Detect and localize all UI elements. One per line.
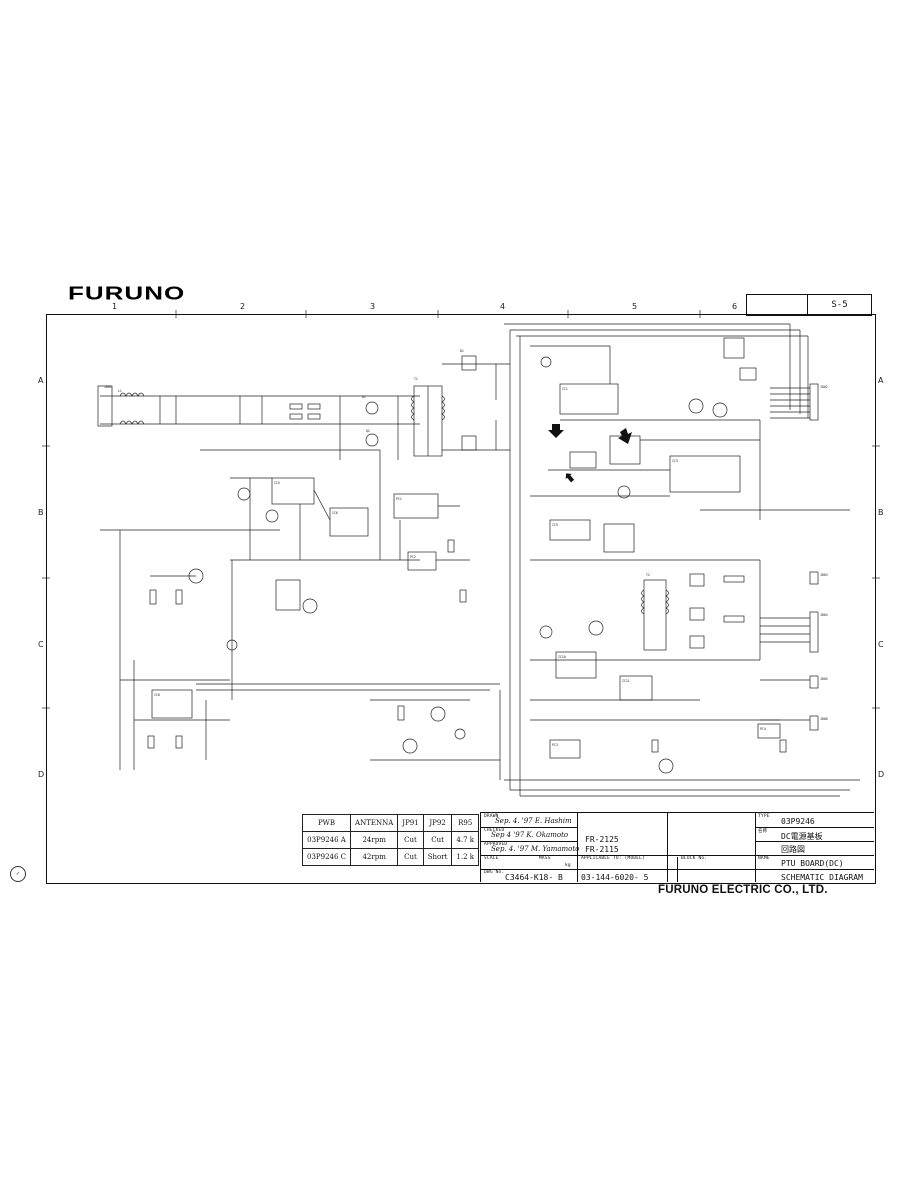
header-jp92: JP92	[422, 814, 453, 832]
dwg-number: C3464-K18- B	[505, 873, 563, 882]
grid-row-a-right: A	[878, 376, 884, 385]
name-value: PTU BOARD(DC)	[781, 859, 844, 868]
mass-caption: MASS	[539, 856, 551, 861]
svg-text:J805: J805	[820, 677, 828, 681]
cell-pwb: 03P9246 A	[301, 831, 352, 849]
svg-text:PC2: PC2	[410, 555, 416, 559]
jumper-table-header: PWB ANTENNA JP91 JP92 R95	[301, 814, 480, 832]
grid-row-c-right: C	[878, 640, 884, 649]
circle-stamp-icon: ✓	[10, 866, 26, 882]
svg-text:IC9: IC9	[552, 523, 558, 527]
svg-text:J804: J804	[820, 613, 828, 617]
jumper-table: PWB ANTENNA JP91 JP92 R95 03P9246 A 24rp…	[301, 814, 480, 866]
grid-row-b-left: B	[38, 508, 44, 517]
table-row: 03P9246 C 42rpm Cut Short 1.2 k	[301, 848, 480, 866]
name-caption: NAME	[758, 856, 770, 861]
drawing-frame	[46, 314, 876, 884]
cell-antenna: 42rpm	[350, 848, 399, 866]
cell-jp92: Short	[422, 848, 453, 866]
svg-text:IC11: IC11	[622, 679, 630, 683]
document-number: 03-144-6020- 5	[581, 873, 649, 882]
furuno-logo: FURUNO	[68, 282, 186, 304]
kind-value: SCHEMATIC DIAGRAM	[781, 873, 863, 882]
dwg-caption: DWG No.	[484, 870, 505, 875]
checked-caption: CHECKED	[484, 828, 505, 833]
svg-text:IC1: IC1	[562, 387, 568, 391]
drawn-signature: Sep. 4. '97 E. Hashim	[495, 817, 572, 825]
cell-r95: 4.7 k	[451, 831, 480, 849]
cell-antenna: 24rpm	[350, 831, 399, 849]
approved-signature: Sep. 4. '97 M. Yamamoto	[491, 845, 580, 853]
table-row: 03P9246 A 24rpm Cut Cut 4.7 k	[301, 831, 480, 849]
title-block: DRAWN Sep. 4. '97 E. Hashim CHECKED Sep …	[480, 812, 874, 882]
svg-text:IC6: IC6	[332, 511, 338, 515]
svg-text:J801: J801	[104, 385, 112, 389]
svg-text:Q1: Q1	[362, 395, 366, 399]
applicable-caption: APPLICABLE TO: (MODEL)	[581, 856, 646, 861]
svg-text:T2: T2	[646, 573, 650, 577]
model-fr2115: FR-2115	[585, 845, 619, 854]
grid-row-d-left: D	[38, 770, 45, 779]
svg-text:L1: L1	[118, 389, 122, 393]
drawn-caption: DRAWN	[484, 814, 499, 819]
svg-text:J806: J806	[820, 717, 828, 721]
grid-column-4: 4	[500, 302, 506, 311]
grid-column-1: 1	[112, 302, 118, 311]
block-caption: BLOCK No.	[681, 856, 708, 861]
grid-column-3: 3	[370, 302, 376, 311]
svg-text:D1: D1	[460, 349, 464, 353]
svg-text:T1: T1	[414, 377, 418, 381]
header-antenna: ANTENNA	[350, 814, 399, 832]
svg-text:PC3: PC3	[552, 743, 558, 747]
page-label: S-5	[831, 300, 848, 310]
header-r95: R95	[451, 814, 480, 832]
header-jp91: JP91	[397, 814, 424, 832]
svg-text:PC4: PC4	[760, 727, 766, 731]
svg-text:IC3: IC3	[672, 459, 678, 463]
jp-name-value: DC電源基板	[781, 832, 823, 841]
cell-pwb: 03P9246 C	[301, 848, 352, 866]
type-value: 03P9246	[781, 817, 815, 826]
header-pwb: PWB	[301, 814, 352, 832]
grid-row-b-right: B	[878, 508, 884, 517]
jp-kind-value: 回路図	[781, 845, 805, 854]
cell-jp91: Cut	[397, 848, 424, 866]
model-fr2125: FR-2125	[585, 835, 619, 844]
svg-text:J802: J802	[820, 385, 828, 389]
grid-row-a-left: A	[38, 376, 44, 385]
svg-text:IC8: IC8	[154, 693, 160, 697]
checked-signature: Sep 4 '97 K. Okamoto	[491, 831, 569, 839]
jp-name-caption: 名称	[758, 829, 768, 834]
cell-r95: 1.2 k	[451, 848, 480, 866]
approved-caption: APPROVED	[484, 842, 508, 847]
scale-caption: SCALE	[484, 856, 499, 861]
grid-row-d-right: D	[878, 770, 885, 779]
cell-jp92: Cut	[422, 831, 453, 849]
svg-text:IC10: IC10	[558, 655, 566, 659]
company-name: FURUNO ELECTRIC CO., LTD.	[658, 884, 828, 896]
type-caption: TYPE	[758, 814, 770, 819]
sheet-number-box: S-5	[746, 294, 872, 316]
svg-text:J803: J803	[820, 573, 828, 577]
cell-jp91: Cut	[397, 831, 424, 849]
grid-column-6: 6	[732, 302, 738, 311]
grid-column-5: 5	[632, 302, 638, 311]
svg-text:IC5: IC5	[274, 481, 280, 485]
svg-text:PC1: PC1	[396, 497, 402, 501]
grid-column-2: 2	[240, 302, 246, 311]
mass-unit: kg	[565, 863, 571, 868]
grid-row-c-left: C	[38, 640, 44, 649]
svg-text:Q2: Q2	[366, 429, 370, 433]
